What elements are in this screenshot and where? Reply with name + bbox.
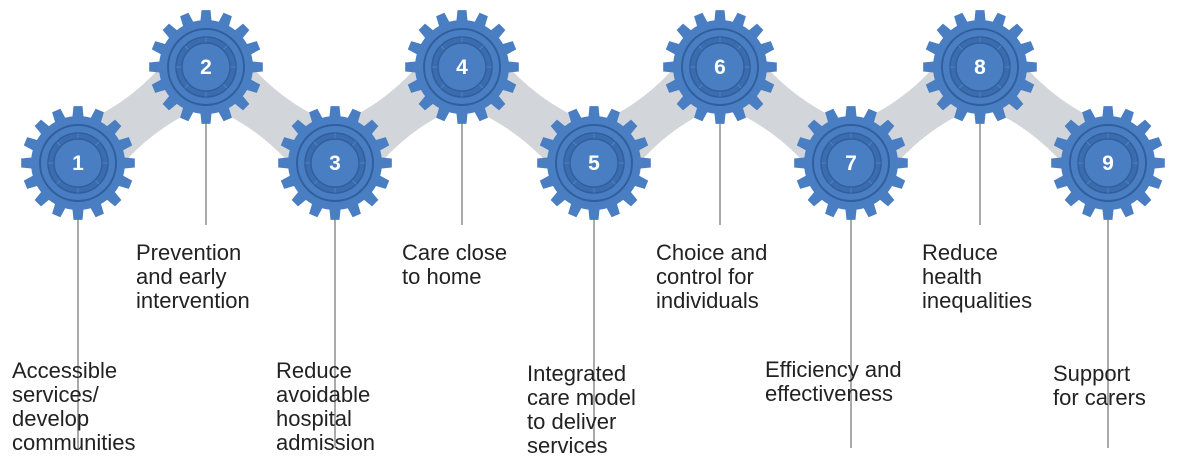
step-1-number: 1 <box>72 152 84 175</box>
step-2-label: Prevention and early intervention <box>136 240 250 313</box>
step-9-number: 9 <box>1102 152 1114 175</box>
step-6-number: 6 <box>714 56 726 79</box>
step-3-label: Reduce avoidable hospital admission <box>276 358 376 455</box>
step-5-label: Integrated care model to deliver service… <box>527 361 636 458</box>
gear-icon: 4 <box>405 10 519 124</box>
step-2-number: 2 <box>200 56 212 79</box>
step-5-number: 5 <box>588 152 600 175</box>
step-6-label: Choice and control for individuals <box>656 240 768 313</box>
step-4-label: Care close to home <box>402 240 508 289</box>
gear-icon: 7 <box>794 106 908 220</box>
step-3-number: 3 <box>329 152 341 175</box>
step-8-label: Reduce health inequalities <box>922 240 1033 313</box>
gear-icon: 6 <box>663 10 777 124</box>
step-7-number: 7 <box>845 152 857 175</box>
gear-icon: 3 <box>278 106 392 220</box>
step-9-label: Support for carers <box>1053 361 1146 410</box>
gear-icon: 5 <box>537 106 651 220</box>
step-8-number: 8 <box>974 56 986 79</box>
step-4-number: 4 <box>456 56 468 79</box>
step-7-label: Efficiency and effectiveness <box>765 357 902 406</box>
gear-icon: 2 <box>149 10 263 124</box>
step-1-label: Accessible services/ develop communities <box>12 358 136 455</box>
gear-icon: 9 <box>1051 106 1165 220</box>
gear-icon: 1 <box>21 106 135 220</box>
gear-icon: 8 <box>923 10 1037 124</box>
